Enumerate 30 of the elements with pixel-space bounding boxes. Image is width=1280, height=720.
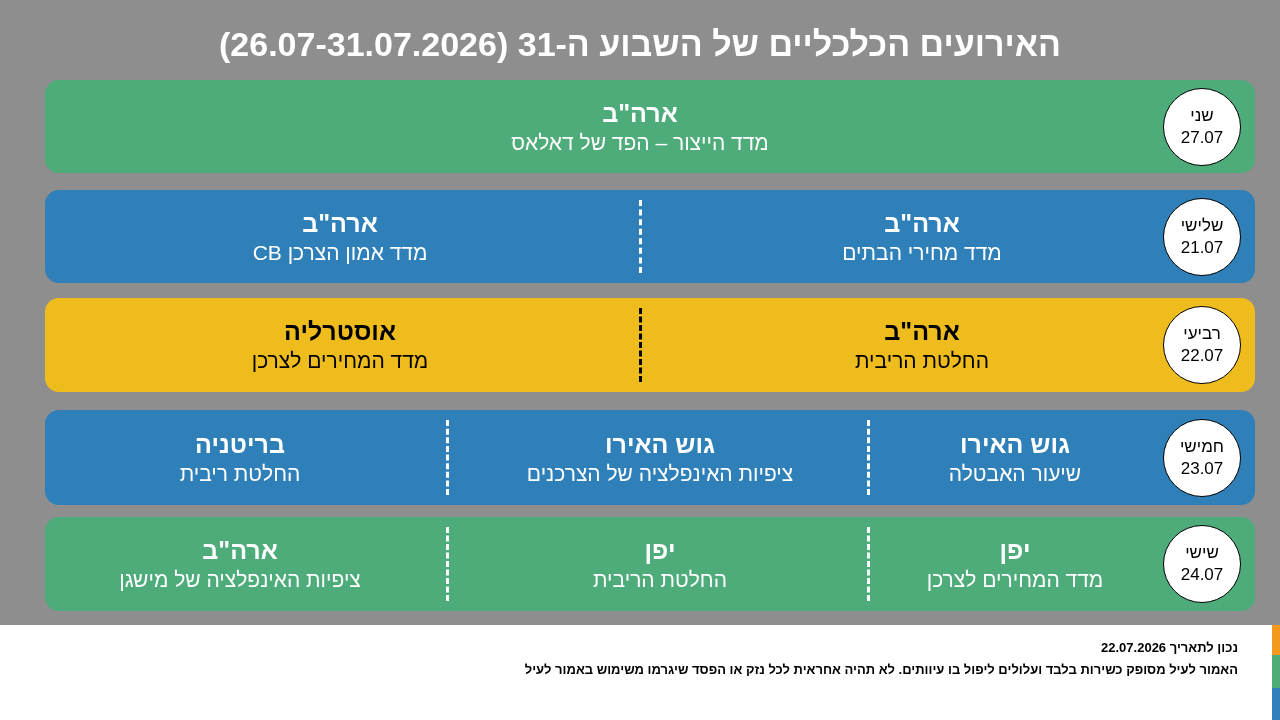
event-region: בריטניה (195, 428, 285, 460)
event-name: החלטת הריבית (593, 567, 727, 593)
event-name: שיעור האבטלה (948, 460, 1082, 487)
event-region: יפן (999, 535, 1031, 566)
row-band (45, 80, 1255, 173)
title: האירועים הכלכליים של השבוע ה-31 (26.07-31.07.2026) (218, 24, 1062, 65)
event-region: ארה"ב (884, 316, 960, 347)
event-name: ציפיות האינפלציה של הצרכנים (526, 460, 794, 487)
event-region: אוסטרליה (284, 316, 396, 347)
row-band (45, 298, 1255, 392)
event-name: החלטת הריבית (855, 348, 989, 374)
event-region: ארה"ב (884, 207, 960, 239)
row-band (45, 410, 1255, 505)
event-name: מדד אמון הצרכן CB (252, 239, 428, 266)
event-region: ארה"ב (602, 97, 678, 129)
event-name: החלטת ריבית (179, 460, 301, 487)
event-region: ארה"ב (202, 535, 278, 566)
event-name: מדד המחירים לצרכן (251, 348, 429, 374)
event-name: ציפיות האינפלציה של מישגן (119, 567, 361, 593)
footer-note: נכון לתאריך 22.07.2026 (1101, 640, 1238, 656)
footer-note: האמור לעיל מסופק כשירות בלבד ועלולים ליפול בו עיוותים. לא תהיה אחראית לכל נזק או הפסד שיגרמו משימוש באמור לעיל (524, 662, 1238, 678)
event-region: יפן (644, 535, 676, 566)
event-name: מדד מחירי הבתים (842, 239, 1002, 266)
event-region: ארה"ב (302, 207, 378, 239)
event-region: גוש האירו (605, 428, 715, 460)
event-region: גוש האירו (960, 428, 1070, 460)
row-band (45, 517, 1255, 611)
event-name: מדד המחירים לצרכן (926, 567, 1104, 593)
event-name: מדד הייצור – הפד של דאלאס (511, 129, 769, 156)
row-band (45, 190, 1255, 283)
